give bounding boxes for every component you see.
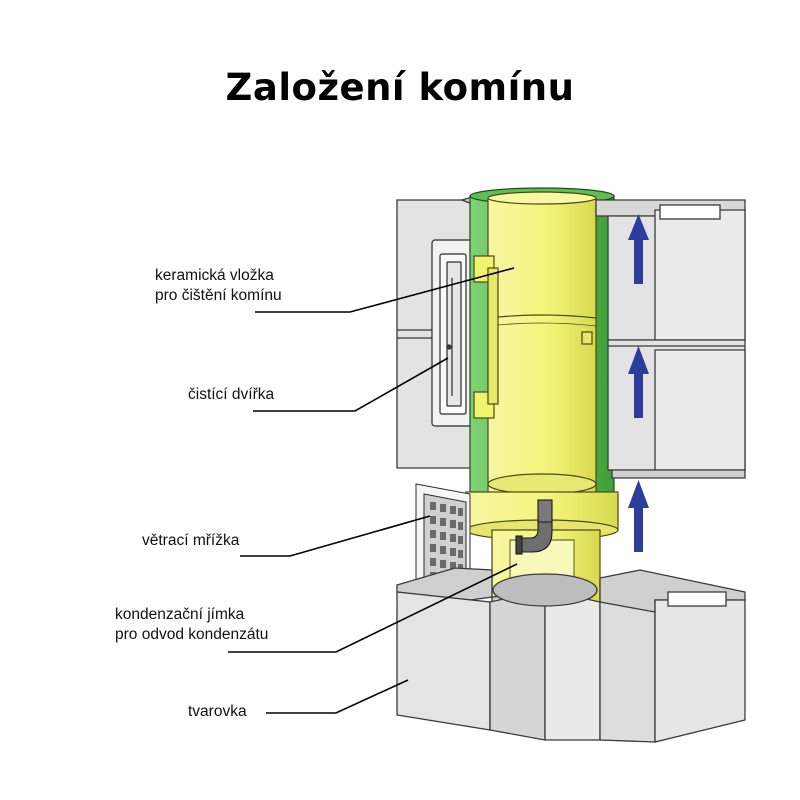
page-title: Založení komínu	[225, 66, 575, 109]
leader-ceramic-liner	[255, 267, 515, 313]
label-block: tvarovka	[188, 703, 247, 720]
arrow-up-3	[628, 480, 649, 552]
right-blocks	[595, 199, 746, 479]
ceramic-liner	[473, 191, 597, 505]
airflow-arrows	[628, 214, 649, 552]
vent-grille-slots	[430, 502, 463, 586]
cleaning-door	[431, 239, 473, 427]
leader-cleaning-door	[253, 357, 449, 412]
label-vent-grille: větrací mřížka	[142, 532, 240, 549]
base-block	[396, 567, 746, 743]
label-condensate-line2: pro odvod kondenzátu	[115, 626, 269, 643]
leader-lines	[228, 267, 518, 714]
arrow-up-2	[628, 346, 649, 418]
label-ceramic-liner-line1: keramická vložka	[155, 267, 274, 284]
arrow-up-1	[628, 214, 649, 284]
leader-block	[266, 679, 409, 714]
leader-condensate	[228, 563, 518, 653]
label-ceramic-liner-line2: pro čištění komínu	[155, 287, 282, 304]
label-condensate-line1: kondenzační jímka	[115, 606, 245, 623]
condensate-pipe	[515, 499, 553, 555]
label-cleaning-door: čistící dvířka	[188, 386, 275, 403]
leader-vent-grille	[240, 515, 431, 557]
